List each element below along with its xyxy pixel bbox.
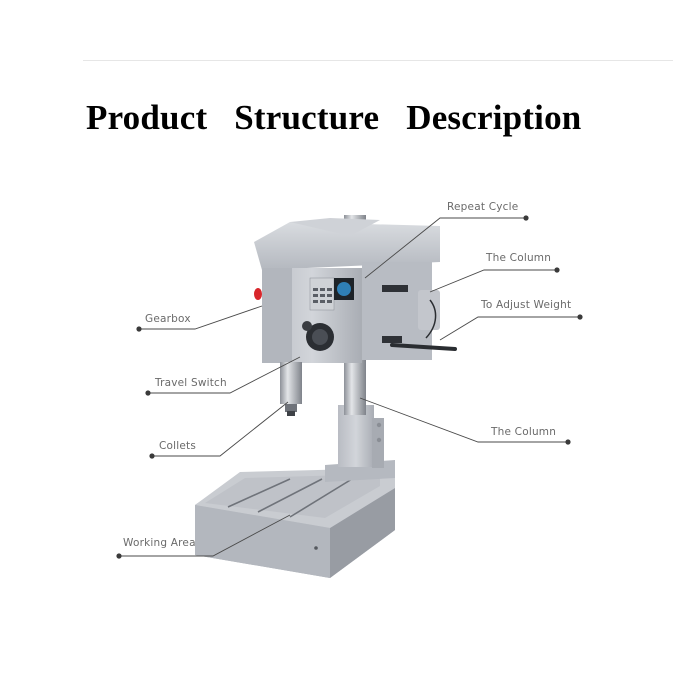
callout-collets: Collets	[159, 440, 197, 452]
callout-repeat-cycle: Repeat Cycle	[447, 201, 519, 213]
callout-travel-switch: Travel Switch	[155, 377, 227, 389]
column	[344, 355, 366, 415]
callout-the-column-upper: The Column	[486, 252, 552, 264]
machine-head	[254, 218, 457, 363]
callout-working-area: Working Area	[123, 537, 196, 549]
callout-gearbox: Gearbox	[145, 313, 191, 325]
callout-the-column-lower: The Column	[491, 426, 557, 438]
leader-dots	[116, 215, 583, 559]
machine-base	[195, 468, 395, 578]
page-title: Product Structure Description	[86, 98, 582, 137]
callout-to-adjust-weight: To Adjust Weight	[481, 299, 572, 311]
leader-lines	[119, 217, 580, 557]
column-pedestal	[325, 405, 395, 482]
top-divider	[83, 60, 673, 61]
spindle	[280, 362, 302, 416]
